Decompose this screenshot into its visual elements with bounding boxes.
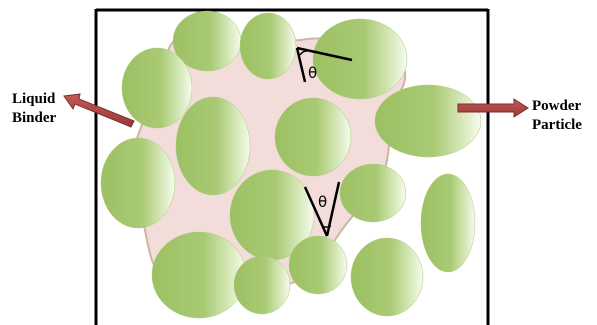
powder-particle-label-line1: Powder: [532, 97, 582, 116]
particle: [340, 164, 406, 222]
particle: [275, 98, 351, 176]
particle: [152, 232, 246, 318]
liquid-binder-label: Liquid Binder: [12, 90, 56, 128]
particle: [101, 138, 175, 228]
particle: [421, 174, 475, 272]
particle: [240, 13, 296, 79]
particle: [351, 238, 423, 316]
liquid-binder-label-line1: Liquid: [12, 90, 56, 109]
theta-symbol-bottom: θ: [318, 193, 327, 211]
particle: [234, 256, 290, 314]
particle: [313, 19, 407, 99]
particle: [289, 236, 347, 294]
liquid-binder-label-line2: Binder: [12, 109, 56, 128]
particle: [375, 85, 481, 157]
particle: [176, 97, 250, 195]
powder-particle-label: Powder Particle: [532, 97, 582, 135]
theta-symbol-top: θ: [308, 64, 317, 82]
particle: [122, 48, 192, 128]
powder-particles: [101, 11, 481, 318]
powder-particle-label-line2: Particle: [532, 116, 582, 135]
